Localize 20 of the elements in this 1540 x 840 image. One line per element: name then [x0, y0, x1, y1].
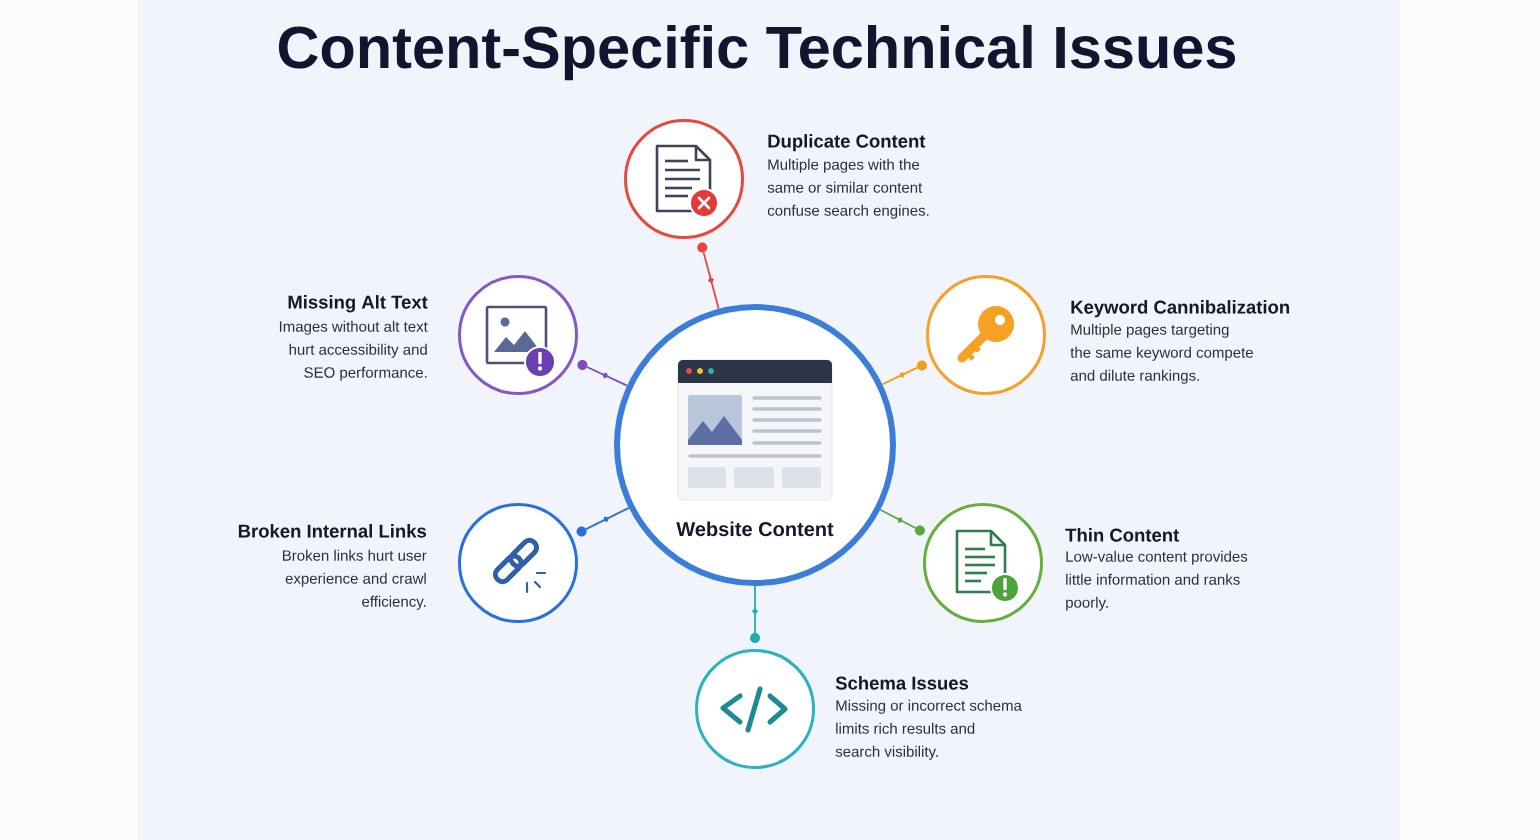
description: Multiple pages with the same or similar content confuse search engines.: [767, 158, 929, 219]
description: Low-value content provides little information and ranks poorly.: [1066, 550, 1248, 611]
connector-line: [879, 508, 917, 529]
heading: Keyword Cannibalization: [1071, 300, 1290, 318]
description: Images without alt text hurt accessibility and SEO performance.: [279, 320, 428, 381]
connector-line: [751, 585, 759, 634]
heading: Schema Issues: [835, 676, 969, 690]
connector-line: [586, 366, 628, 387]
title: Content-Specific Technical Issues: [278, 24, 1236, 81]
description: Multiple pages targeting the same keyword compete and dilute rankings.: [1070, 323, 1253, 384]
connector-line: [881, 366, 919, 386]
connector-line: [585, 506, 630, 530]
heading: Duplicate Content: [768, 134, 926, 152]
hub-label: Website Content: [676, 521, 834, 537]
connector-line: [702, 251, 720, 310]
heading: Missing Alt Text: [288, 295, 428, 313]
heading: Broken Internal Links: [238, 524, 427, 538]
description: Broken links hurt user experience and crawl efficiency.: [282, 549, 427, 610]
description: Missing or incorrect schema limits rich results and search visibility.: [835, 699, 1022, 760]
heading: Thin Content: [1065, 528, 1180, 542]
